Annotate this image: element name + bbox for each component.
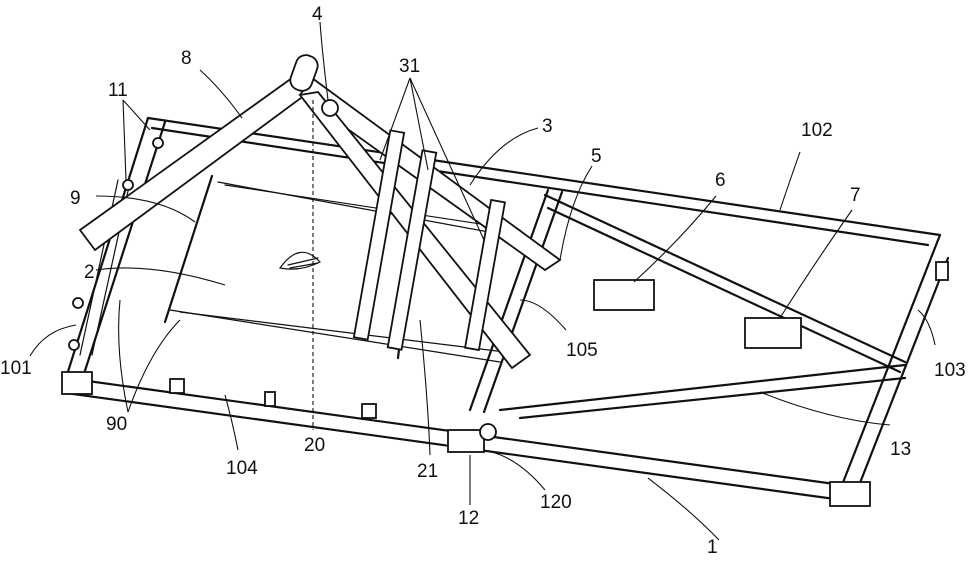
label-21: 21 bbox=[417, 461, 438, 482]
crossbar bbox=[180, 312, 505, 352]
leader-1 bbox=[648, 478, 719, 540]
label-104: 104 bbox=[226, 458, 258, 479]
leader-7 bbox=[780, 210, 852, 318]
diagonal-brace bbox=[500, 365, 905, 410]
pulley bbox=[322, 100, 338, 116]
label-5: 5 bbox=[591, 146, 602, 167]
label-103: 103 bbox=[934, 360, 966, 381]
foot-middle bbox=[448, 430, 484, 452]
label-4: 4 bbox=[312, 4, 323, 25]
bolt bbox=[69, 340, 79, 350]
clip bbox=[170, 379, 184, 393]
leader-101 bbox=[30, 325, 76, 356]
label-102: 102 bbox=[801, 120, 833, 141]
label-8: 8 bbox=[181, 48, 192, 69]
box-7 bbox=[745, 318, 801, 348]
foot-right bbox=[830, 482, 870, 506]
leader-11a bbox=[123, 100, 126, 180]
label-11: 11 bbox=[108, 80, 128, 101]
label-31: 31 bbox=[399, 56, 420, 77]
leader-104 bbox=[225, 395, 238, 450]
label-13: 13 bbox=[890, 439, 911, 460]
left-arm bbox=[80, 78, 305, 250]
label-101: 101 bbox=[0, 358, 32, 379]
bolt bbox=[73, 298, 83, 308]
leader-105 bbox=[520, 300, 566, 330]
box-6 bbox=[594, 280, 654, 310]
leader-11b bbox=[123, 100, 150, 130]
label-12: 12 bbox=[458, 508, 479, 529]
label-7: 7 bbox=[850, 185, 861, 206]
platform-edge bbox=[170, 310, 500, 362]
leader-90a bbox=[128, 320, 180, 412]
label-20: 20 bbox=[304, 435, 325, 456]
back-beam-lower bbox=[152, 128, 928, 245]
connector-12 bbox=[480, 424, 496, 440]
clip bbox=[265, 392, 275, 406]
leader-8 bbox=[200, 70, 242, 118]
leader-102 bbox=[780, 152, 800, 210]
bracket-right bbox=[936, 262, 948, 280]
label-105: 105 bbox=[566, 340, 598, 361]
bolt bbox=[153, 138, 163, 148]
left-beam bbox=[66, 118, 148, 378]
right-rail bbox=[545, 195, 905, 362]
label-9: 9 bbox=[70, 188, 81, 209]
roller-left bbox=[165, 176, 212, 322]
label-2: 2 bbox=[84, 262, 95, 283]
label-3: 3 bbox=[542, 116, 553, 137]
label-1: 1 bbox=[707, 537, 718, 558]
leader-13 bbox=[760, 392, 890, 425]
leader-90b bbox=[119, 300, 128, 412]
label-120: 120 bbox=[540, 492, 572, 513]
leader-21 bbox=[420, 320, 430, 455]
roof-truss bbox=[80, 52, 560, 368]
bolt bbox=[123, 180, 133, 190]
label-6: 6 bbox=[715, 170, 726, 191]
diagonal-brace-lower bbox=[520, 378, 905, 418]
foot-left bbox=[62, 372, 92, 394]
label-90: 90 bbox=[106, 414, 127, 435]
clip bbox=[362, 404, 376, 418]
